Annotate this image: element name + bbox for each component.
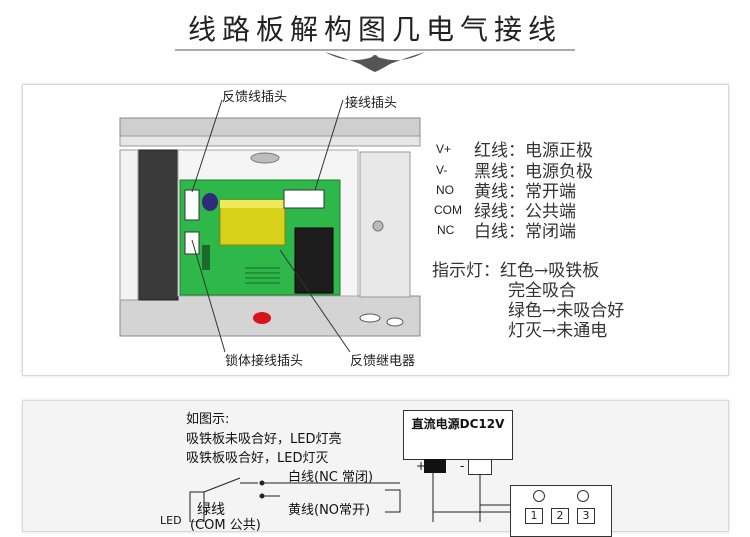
legend-desc-no: 黄线：常开端	[474, 182, 576, 202]
legend-desc-nc: 白线：常闭端	[474, 222, 576, 242]
legend-code-no: NO	[436, 183, 454, 197]
legend-code-vminus: V-	[436, 163, 448, 177]
wiring-note-title: 如图示:	[186, 412, 230, 427]
lock-connector	[184, 231, 200, 255]
wiring-note-line-2: 吸铁板吸合好，LED灯灭	[186, 451, 329, 466]
resistor-array	[245, 267, 280, 284]
wiring-note-line-1: 吸铁板未吸合好，LED灯亮	[186, 432, 342, 447]
callout-wiring-plug: 接线插头	[345, 96, 398, 111]
mount-boss	[250, 152, 280, 164]
callout-feedback-relay: 反馈继电器	[350, 354, 416, 369]
legend-desc-com: 绿线：公共端	[474, 202, 576, 222]
callout-lines	[191, 99, 351, 353]
yellow-wire	[385, 489, 401, 513]
board-diagram	[119, 99, 421, 353]
indicator-line-4: 灯灭→未通电	[508, 321, 608, 341]
terminal-screw-2	[577, 490, 589, 502]
page-title: 线路板解构图几电气接线	[187, 13, 562, 46]
legend-desc-vplus: 红线：电源正极	[474, 141, 593, 161]
legend-code-vplus: V+	[436, 142, 452, 156]
white-wire-label: 白线(NC 常闭)	[288, 470, 374, 485]
callout-lock-plug: 锁体接线插头	[225, 354, 304, 369]
indicator-line-1: 指示灯：红色→吸铁板	[432, 261, 600, 281]
psu-plus-terminal	[424, 459, 446, 473]
power-supply-label: 直流电源DC12V	[411, 417, 505, 431]
psu-minus-sign: -	[460, 459, 465, 473]
title-ornament	[175, 49, 575, 72]
inductor-component	[202, 245, 210, 270]
power-supply-box: 直流电源DC12V + -	[403, 410, 513, 475]
housing-inner-rail	[119, 135, 421, 147]
housing-end-cap	[359, 151, 411, 298]
wiring-diagram	[189, 470, 512, 522]
relay-switch	[203, 477, 241, 493]
ic-chip	[294, 227, 334, 294]
psu-plus-sign: +	[416, 459, 427, 473]
yellow-wire-label: 黄线(NO常开)	[288, 503, 371, 518]
com-wire-box	[189, 491, 205, 522]
screw-icon	[372, 220, 384, 232]
feedback-connector	[184, 189, 200, 221]
indicator-line-3: 绿色→未吸合好	[508, 301, 625, 321]
terminal-block: 1 2 3	[510, 485, 612, 537]
callout-feedback-plug: 反馈线插头	[222, 90, 288, 105]
legend-desc-vminus: 黑线：电源负极	[474, 162, 593, 182]
capacitor-component	[202, 193, 218, 211]
terminal-screw-1	[533, 490, 545, 502]
wiring-connector	[283, 189, 325, 209]
indicator-line-2: 完全吸合	[508, 281, 576, 301]
led-indicator	[253, 312, 271, 324]
legend-code-com: COM	[434, 203, 462, 217]
psu-minus-terminal	[468, 459, 492, 475]
legend-code-nc: NC	[437, 223, 455, 237]
